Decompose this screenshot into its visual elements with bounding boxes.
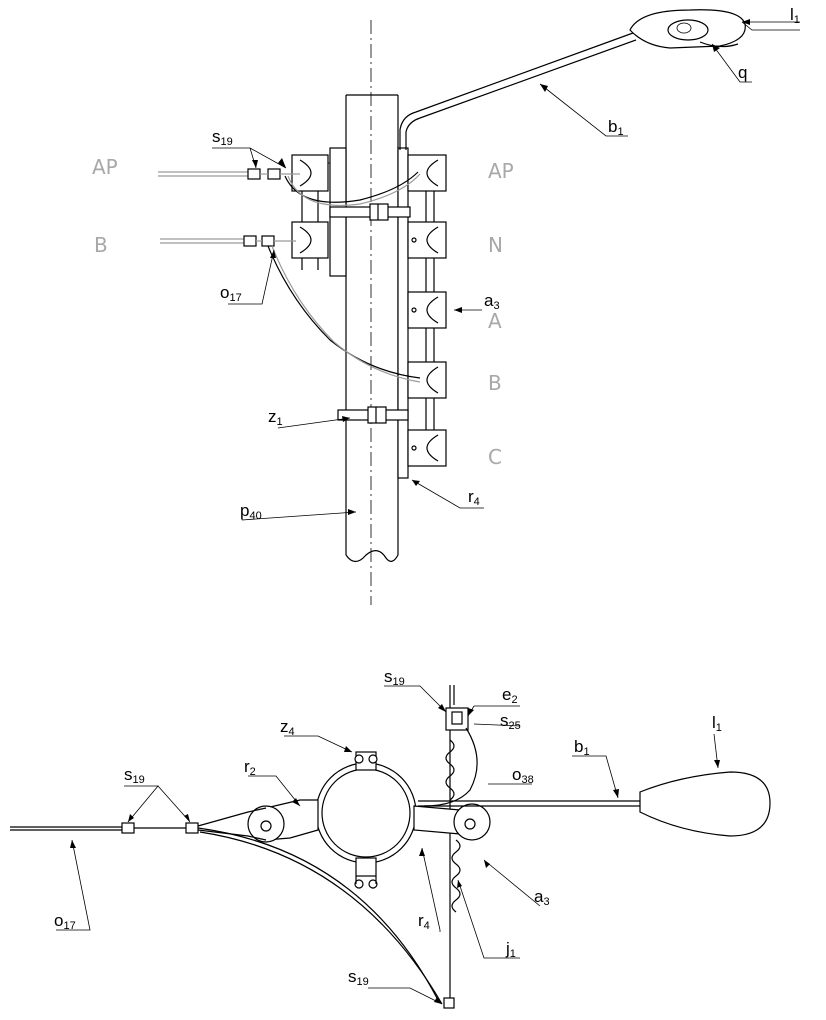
svg-text:o38: o38 xyxy=(512,765,534,786)
right-insulators xyxy=(407,154,447,467)
phase-label-right-c: C xyxy=(488,445,502,469)
svg-text:s25: s25 xyxy=(500,711,521,732)
incoming-line-b xyxy=(160,235,296,247)
strap-z4 xyxy=(354,751,378,889)
pole xyxy=(345,94,399,563)
svg-text:r4: r4 xyxy=(468,487,480,508)
label-r4-top: r4 xyxy=(468,487,480,508)
label-s19-top: s19 xyxy=(212,127,233,148)
svg-text:l1: l1 xyxy=(712,713,722,734)
wire-j1-upper xyxy=(445,739,455,801)
label-l1-top: l1 xyxy=(790,5,800,26)
label-z1: z1 xyxy=(268,407,283,428)
svg-text:j1: j1 xyxy=(505,939,516,960)
strap-upper xyxy=(329,203,411,221)
label-z4: z4 xyxy=(280,717,295,738)
svg-text:a3: a3 xyxy=(534,887,550,908)
top-leaders xyxy=(212,21,800,521)
svg-text:s19: s19 xyxy=(384,667,405,688)
label-p40: p40 xyxy=(240,501,262,522)
label-o17-top: o17 xyxy=(220,283,242,304)
svg-text:s19: s19 xyxy=(212,127,233,148)
svg-text:b1: b1 xyxy=(608,117,624,138)
svg-text:r4: r4 xyxy=(418,911,430,932)
label-s25: s25 xyxy=(500,711,521,732)
svg-text:r2: r2 xyxy=(244,757,256,778)
top-view: AP B AP N A B C l1 xyxy=(92,5,800,605)
svg-text:q: q xyxy=(738,63,747,82)
svg-text:s19: s19 xyxy=(348,967,369,988)
svg-text:b1: b1 xyxy=(574,737,590,758)
bracket-b1 xyxy=(399,32,634,150)
splice-bottom xyxy=(443,997,455,1009)
lamp-l1-bottom xyxy=(639,771,771,837)
label-s19-left: s19 xyxy=(124,765,145,786)
svg-text:e2: e2 xyxy=(502,685,518,706)
lamp-l1 xyxy=(629,9,746,49)
pole-ring xyxy=(315,762,417,864)
svg-text:o17: o17 xyxy=(54,911,76,932)
strap-z1 xyxy=(337,406,409,424)
incoming-line-ap xyxy=(158,168,300,180)
drop-cable-b xyxy=(267,245,421,379)
label-e2: e2 xyxy=(502,685,518,706)
cable-o38 xyxy=(423,727,478,807)
label-s19-bottom: s19 xyxy=(348,967,369,988)
label-r4-bottom: r4 xyxy=(418,911,430,932)
svg-text:p40: p40 xyxy=(240,501,262,522)
phase-label-right-b: B xyxy=(488,371,502,395)
svg-text:z1: z1 xyxy=(268,407,283,428)
drop-cable-bottom xyxy=(197,827,439,1001)
phase-label-right-a: A xyxy=(488,309,502,333)
svg-text:z4: z4 xyxy=(280,717,295,738)
label-b1-bottom: b1 xyxy=(574,737,590,758)
bottom-view: s19 e2 s25 z4 r2 s19 l1 b1 o38 o17 r4 xyxy=(10,667,771,1009)
label-o38: o38 xyxy=(512,765,534,786)
label-s19-enclosure: s19 xyxy=(384,667,405,688)
label-q: q xyxy=(738,63,747,82)
label-a3-top: a3 xyxy=(484,291,500,312)
left-insulator-b xyxy=(291,221,329,259)
label-o17-bottom: o17 xyxy=(54,911,76,932)
wire-j1 xyxy=(451,839,461,913)
rail-r4 xyxy=(397,147,409,479)
phase-label-left-ap: AP xyxy=(92,155,118,179)
svg-text:a3: a3 xyxy=(484,291,500,312)
svg-text:l1: l1 xyxy=(790,5,800,26)
label-a3-bottom: a3 xyxy=(534,887,550,908)
phase-label-left-b: B xyxy=(94,233,108,257)
label-r2: r2 xyxy=(244,757,256,778)
phase-label-right-ap: AP xyxy=(488,159,514,183)
label-l1-bottom: l1 xyxy=(712,713,722,734)
drop-cable-ap xyxy=(284,171,419,203)
svg-text:s19: s19 xyxy=(124,765,145,786)
left-insulator-ap xyxy=(291,154,330,192)
label-j1: j1 xyxy=(505,939,516,960)
label-b1-top: b1 xyxy=(608,117,624,138)
phase-label-right-n: N xyxy=(488,233,503,257)
svg-text:o17: o17 xyxy=(220,283,242,304)
